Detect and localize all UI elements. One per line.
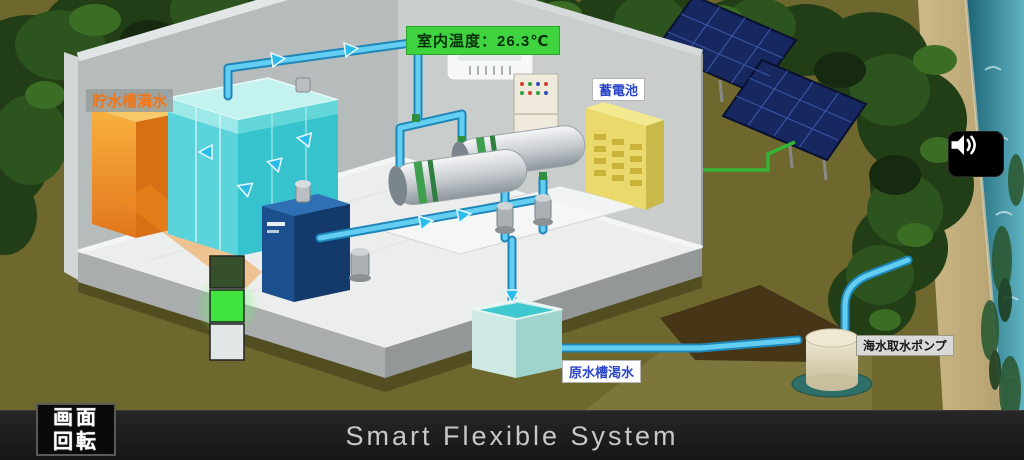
speaker-icon xyxy=(951,135,976,155)
solar-wire xyxy=(652,140,796,172)
water-plants xyxy=(981,154,1024,424)
rotate-button-line2: 回転 xyxy=(53,430,99,453)
sea xyxy=(966,0,1024,460)
status-light-green xyxy=(209,289,245,323)
battery-cabinet xyxy=(586,102,664,210)
room-temperature-badge: 室内温度：26.3℃ xyxy=(406,26,561,55)
raw-water-tank xyxy=(471,298,563,378)
seawater-pump-label: 海水取水ポンプ xyxy=(856,335,954,356)
air-conditioner xyxy=(446,49,534,81)
battery-label: 蓄電池 xyxy=(592,78,646,101)
circulation-pumps xyxy=(349,194,553,282)
buffer-tanks xyxy=(388,125,586,206)
rotate-button-line1: 画面 xyxy=(53,406,99,429)
heat-pump-unit xyxy=(262,180,350,302)
raw-water-tank-label: 原水槽渇水 xyxy=(562,360,642,383)
solar-panel-array xyxy=(653,0,868,181)
system-title: Smart Flexible System xyxy=(345,420,679,451)
rotate-screen-button[interactable]: 画面 回転 xyxy=(36,403,116,456)
speaker-button[interactable] xyxy=(948,131,1004,177)
indicator-lights xyxy=(195,255,259,361)
storage-tank-label: 貯水槽満水 xyxy=(86,89,174,112)
seawater-pump xyxy=(791,328,873,398)
footer-bar: Smart Flexible System xyxy=(0,410,1024,460)
